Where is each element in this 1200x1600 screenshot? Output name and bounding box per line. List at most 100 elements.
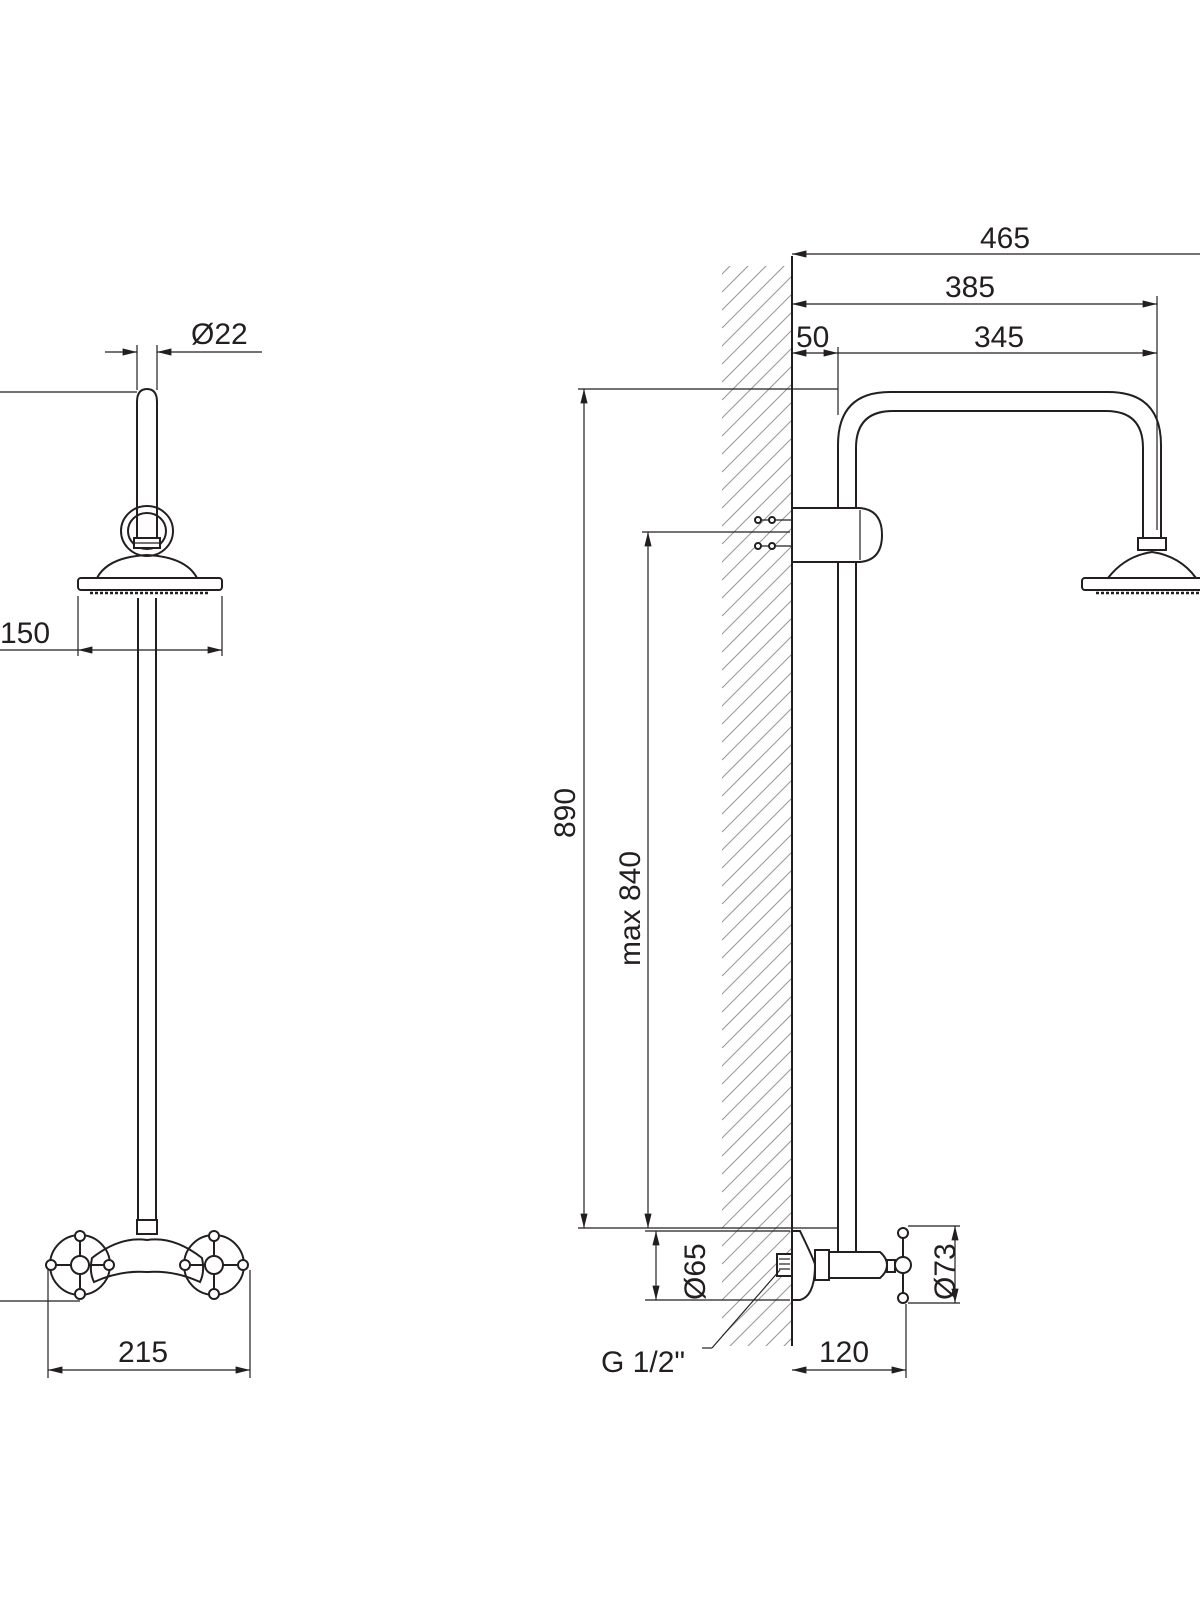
wall-hatch-line bbox=[783, 1337, 792, 1346]
side-mixer-nut bbox=[814, 1249, 830, 1281]
wall-hatch-line bbox=[722, 527, 792, 599]
side-wall-bracket bbox=[791, 507, 884, 563]
wall-hatch-line bbox=[722, 923, 792, 995]
front-left-handle bbox=[45, 1230, 115, 1300]
wall-hatch-line bbox=[722, 1139, 792, 1211]
wall-hatch-line bbox=[722, 743, 792, 815]
wall-hatch-line bbox=[722, 725, 792, 797]
wall-hatch-line bbox=[722, 186, 792, 256]
dim-side-max-height: max 840 bbox=[614, 851, 647, 966]
wall-hatch-line bbox=[722, 581, 792, 653]
front-mixer-body bbox=[89, 1238, 205, 1284]
front-view: Ø22 150 bbox=[0, 318, 262, 1378]
side-head-dome bbox=[1107, 550, 1197, 579]
wall-hatch-line bbox=[722, 150, 792, 220]
wall-hatch-line bbox=[722, 419, 792, 491]
side-head-plate bbox=[1081, 577, 1200, 591]
wall-hatch-line bbox=[722, 311, 792, 383]
wall-hatch-line bbox=[722, 1193, 792, 1265]
front-riser-coupling bbox=[136, 1219, 158, 1235]
dim-side-total-projection: 465 bbox=[980, 222, 1030, 255]
wall-hatch-line bbox=[722, 473, 792, 545]
dim-front-head-width: 150 bbox=[0, 617, 50, 650]
wall-hatching bbox=[722, 150, 792, 1346]
wall-hatch-line bbox=[722, 617, 792, 689]
dim-side-total-height: 890 bbox=[549, 788, 582, 838]
wall-hatch-line bbox=[722, 455, 792, 527]
wall-hatch-line bbox=[722, 1265, 792, 1337]
wall-hatch-line bbox=[722, 833, 792, 905]
wall-hatch-line bbox=[722, 383, 792, 455]
wall-hatch-line bbox=[722, 905, 792, 977]
dim-side-head-projection: 385 bbox=[945, 271, 995, 304]
wall-hatch-line bbox=[722, 851, 792, 923]
wall-hatch-line bbox=[722, 266, 731, 275]
side-head-connector bbox=[1137, 537, 1167, 551]
wall-hatch-line bbox=[722, 995, 792, 1067]
wall-hatch-line bbox=[722, 266, 767, 311]
wall-hatch-line bbox=[722, 869, 792, 941]
wall-hatch-line bbox=[722, 1175, 792, 1247]
dim-front-pipe-diameter: Ø22 bbox=[191, 318, 248, 351]
wall-hatch-line bbox=[722, 1103, 792, 1175]
wall-hatch-line bbox=[722, 1013, 792, 1085]
wall-hatch-line bbox=[722, 275, 792, 347]
wall-hatch-line bbox=[722, 761, 792, 833]
side-thread-connector bbox=[776, 1253, 793, 1277]
wall-hatch-line bbox=[722, 347, 792, 419]
wall-hatch-line bbox=[722, 168, 792, 238]
wall-hatch-line bbox=[729, 1283, 792, 1346]
wall-hatch-line bbox=[722, 797, 792, 869]
side-arm-inner bbox=[855, 410, 1144, 1230]
wall-hatch-line bbox=[722, 635, 792, 707]
wall-hatch-line bbox=[722, 1049, 792, 1121]
wall-hatch-line bbox=[722, 779, 792, 851]
front-upper-arm bbox=[136, 387, 158, 540]
dim-front-base-width: 215 bbox=[118, 1336, 168, 1369]
wall-hatch-line bbox=[722, 401, 792, 473]
wall-hatch-line bbox=[722, 707, 792, 779]
side-arm-outer bbox=[837, 391, 1162, 1230]
dim-side-pipe-offset: 50 bbox=[796, 321, 829, 354]
wall-hatch-line bbox=[722, 1031, 792, 1103]
wall-hatch-line bbox=[765, 1319, 792, 1346]
wall-hatch-line bbox=[722, 653, 792, 725]
dim-side-arm-length: 345 bbox=[974, 321, 1024, 354]
front-head-plate bbox=[77, 577, 223, 591]
wall-hatch-line bbox=[722, 1157, 792, 1229]
wall-hatch-line bbox=[722, 959, 792, 1031]
wall-hatch-line bbox=[722, 266, 785, 329]
wall-hatch-line bbox=[722, 293, 792, 365]
wall-hatch-line bbox=[722, 1229, 792, 1301]
dim-side-mixer-depth: 120 bbox=[819, 1336, 869, 1369]
wall-hatch-line bbox=[722, 491, 792, 563]
wall-hatch-line bbox=[722, 1067, 792, 1139]
side-mixer-body bbox=[828, 1251, 889, 1279]
wall-hatch-line bbox=[722, 1121, 792, 1193]
wall-hatch-line bbox=[722, 815, 792, 887]
wall-hatch-line bbox=[722, 689, 792, 761]
wall-hatch-line bbox=[722, 977, 792, 1049]
dim-side-flange-diameter: Ø65 bbox=[679, 1243, 712, 1300]
wall-hatch-line bbox=[722, 671, 792, 743]
wall-hatch-line bbox=[722, 599, 792, 671]
wall-hatch-line bbox=[722, 563, 792, 635]
side-view: 465 385 50 345 890 max 840 bbox=[549, 150, 1200, 1379]
dim-side-thread: G 1/2" bbox=[601, 1346, 685, 1379]
wall-hatch-line bbox=[722, 545, 792, 617]
front-right-handle bbox=[179, 1230, 249, 1300]
wall-hatch-line bbox=[722, 266, 749, 293]
wall-hatch-line bbox=[722, 437, 792, 509]
wall-hatch-line bbox=[722, 329, 792, 401]
wall-hatch-line bbox=[722, 1211, 792, 1283]
wall-hatch-line bbox=[722, 1085, 792, 1157]
wall-hatch-line bbox=[722, 941, 792, 1013]
wall-hatch-line bbox=[722, 365, 792, 437]
wall-hatch-line bbox=[747, 1301, 792, 1346]
side-handle bbox=[894, 1227, 912, 1304]
side-wall-flange bbox=[791, 1230, 817, 1301]
wall-hatch-line bbox=[722, 887, 792, 959]
dim-side-handle-diameter: Ø73 bbox=[929, 1243, 962, 1300]
front-head-dome bbox=[96, 553, 198, 579]
